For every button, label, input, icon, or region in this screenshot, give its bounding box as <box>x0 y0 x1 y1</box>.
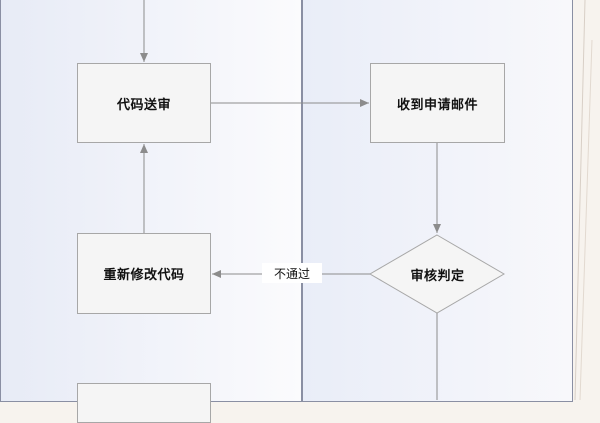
node-label: 重新修改代码 <box>103 268 185 283</box>
edge-label-reject: 不通过 <box>262 263 322 283</box>
node-next-step[interactable] <box>77 383 211 423</box>
background-sketch-line <box>574 0 586 400</box>
node-label: 收到申请邮件 <box>396 97 478 113</box>
node-label: 代码送审 <box>116 97 171 113</box>
node-review-decision[interactable]: 审核判定 <box>370 254 505 294</box>
node-code-submit[interactable]: 代码送审 <box>77 63 211 143</box>
background-sketch-line <box>579 39 593 400</box>
node-receive-email[interactable]: 收到申请邮件 <box>370 63 505 143</box>
node-label: 审核判定 <box>410 268 465 284</box>
node-modify-code[interactable]: 重新修改代码 <box>77 233 211 314</box>
connectors <box>140 0 593 400</box>
